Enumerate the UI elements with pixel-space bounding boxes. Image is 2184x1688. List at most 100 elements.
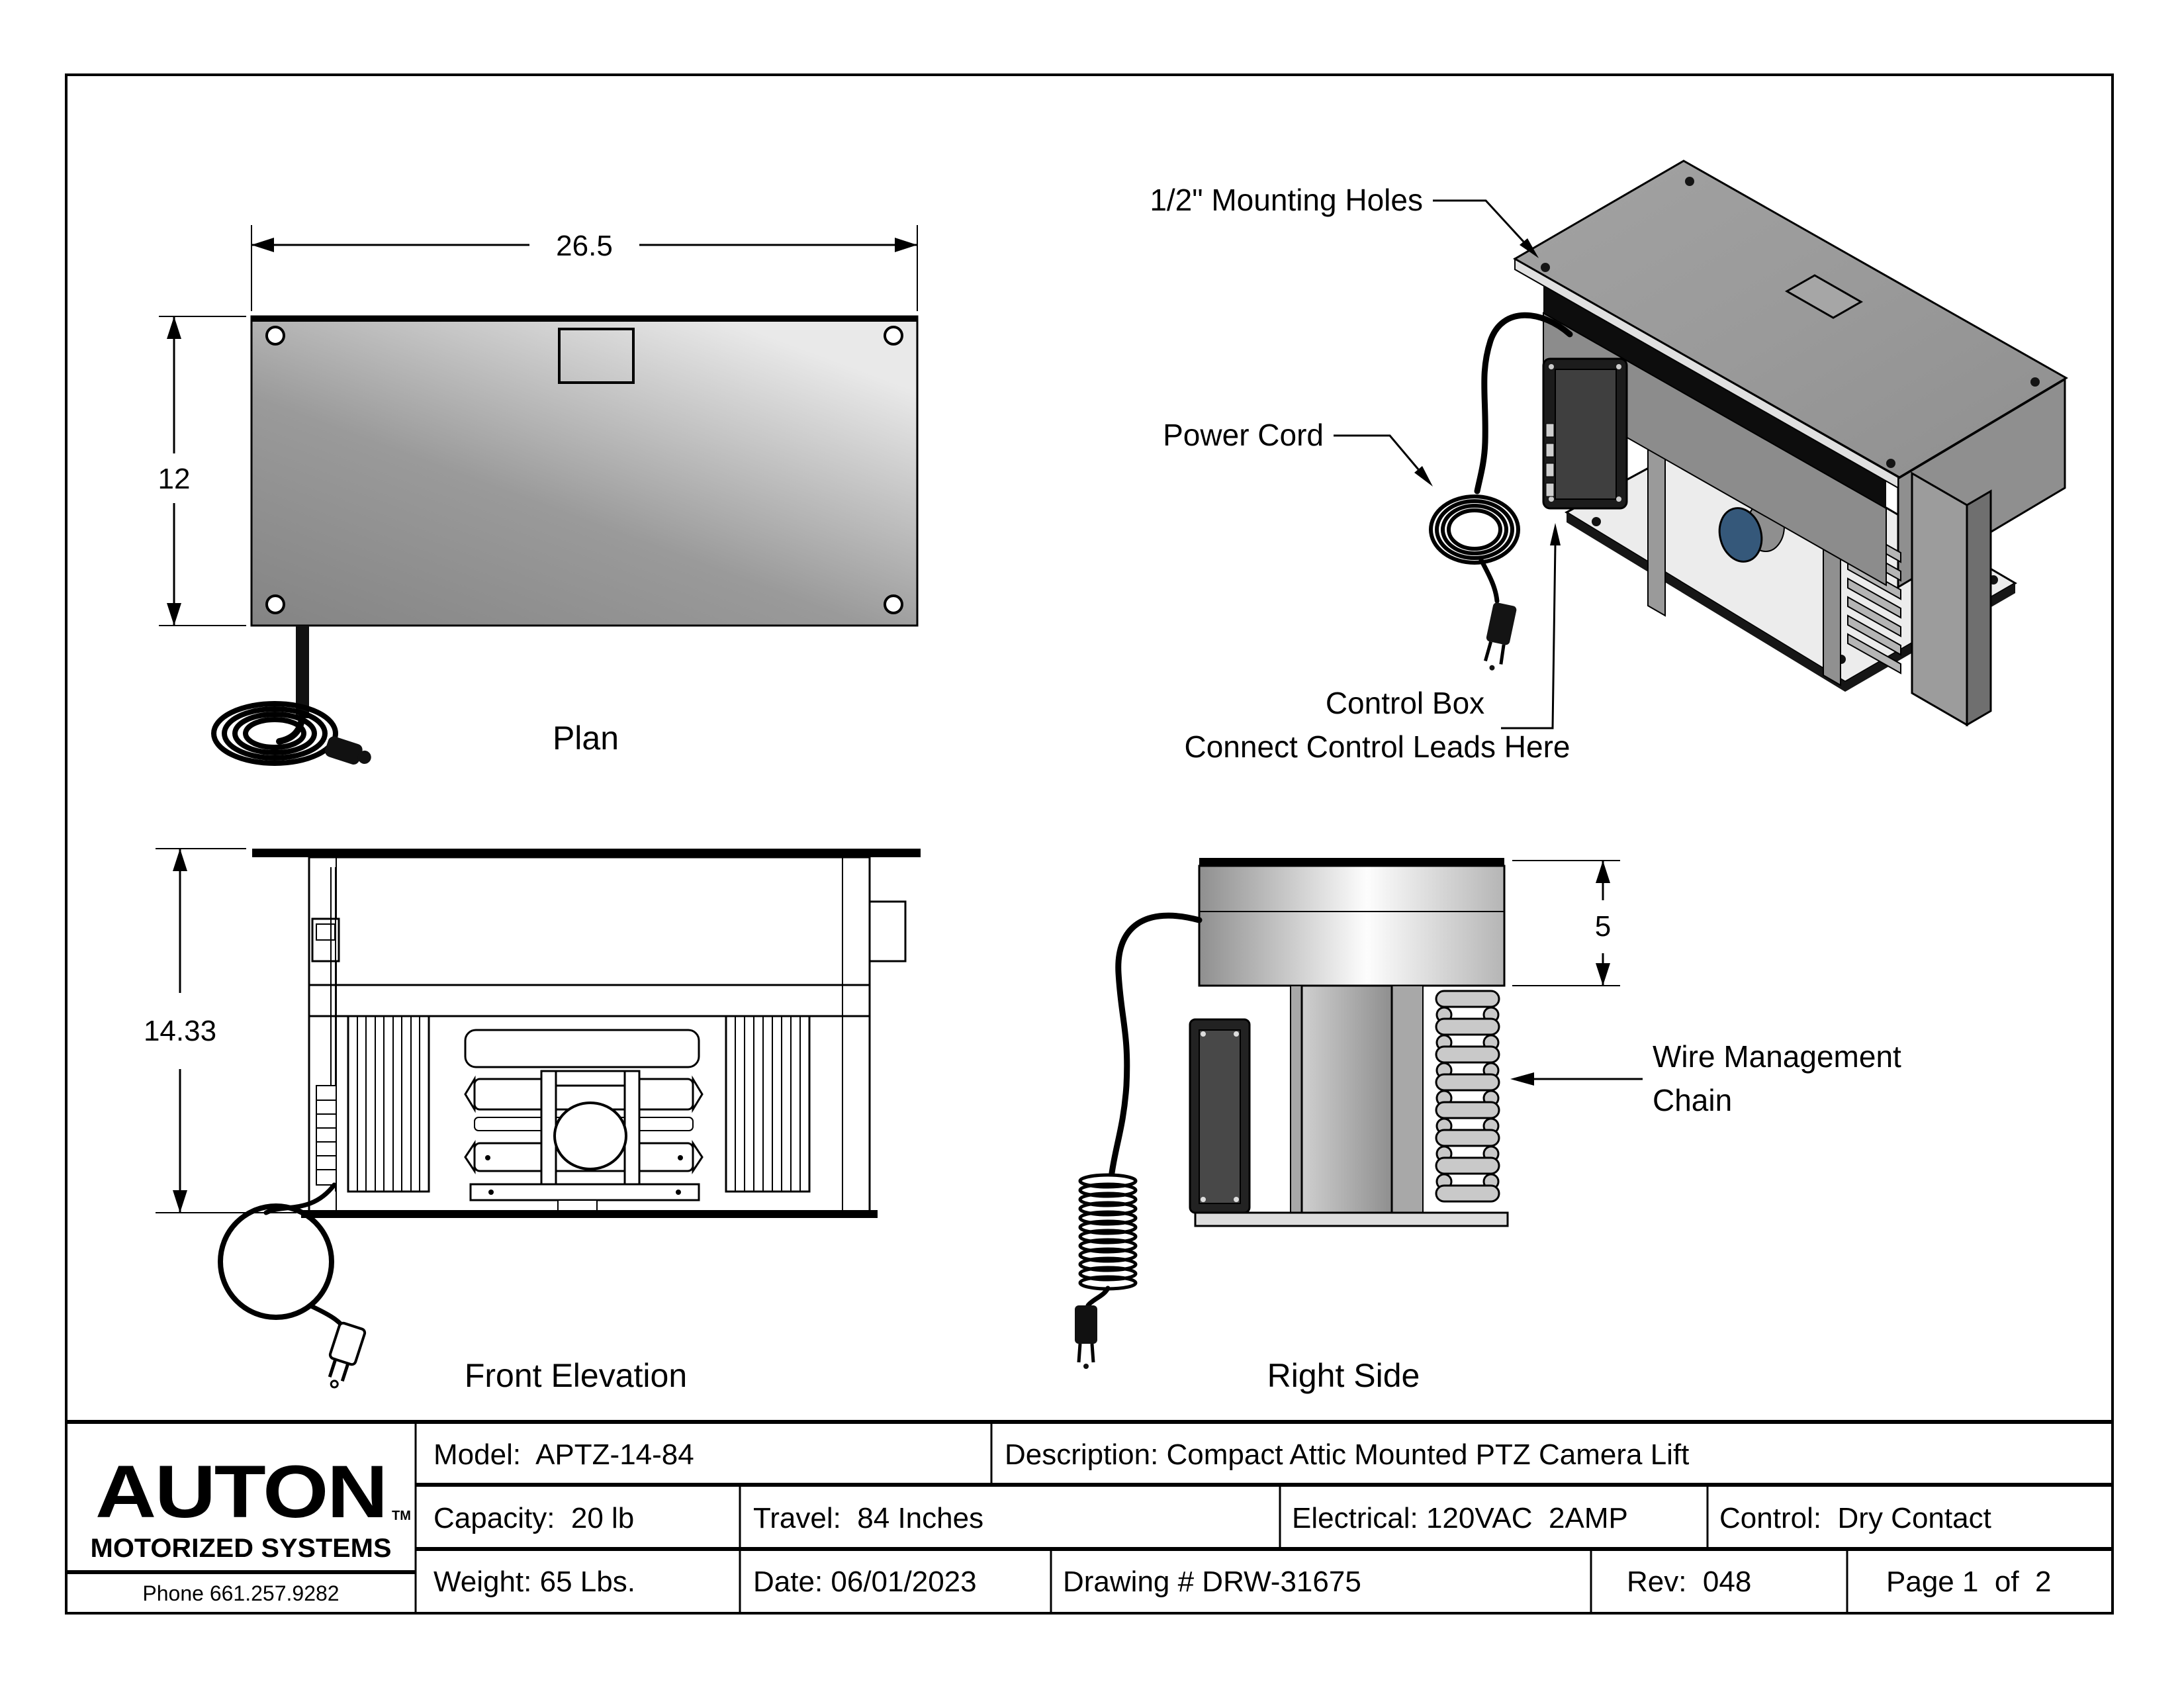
lens-opening — [553, 1102, 627, 1170]
terminal-block — [1545, 483, 1555, 497]
iso-control-box — [1542, 357, 1628, 510]
top-plate — [1512, 160, 2068, 479]
brand-tagline: MOTORIZED SYSTEMS — [91, 1534, 392, 1563]
view-caption: Front Elevation — [465, 1357, 687, 1394]
dimension-text: 5 — [1595, 910, 1611, 943]
drawing-number-cell: Drawing # DRW-31675 — [1063, 1566, 1361, 1598]
plan-view: 26.5 12 Plan — [158, 225, 919, 766]
arrowhead — [173, 849, 187, 871]
power-cord-label: Power Cord — [1163, 418, 1324, 452]
camera-lens — [1718, 507, 1763, 563]
cord-loop — [218, 1203, 334, 1320]
housing-shadow — [1543, 283, 1886, 508]
plan-height-dimension: 12 — [158, 316, 246, 626]
cord — [263, 1182, 337, 1215]
model-cell: Model: APTZ-14-84 — [433, 1438, 694, 1471]
view-caption: Plan — [553, 720, 619, 757]
description-cell: Description: Compact Attic Mounted PTZ C… — [1005, 1438, 1689, 1471]
dimension-text: 12 — [158, 463, 191, 495]
base-plate-edge — [1567, 512, 1845, 692]
dimension-text: 14.33 — [144, 1015, 216, 1047]
date-cell: Date: 06/01/2023 — [753, 1566, 977, 1598]
cord-coil — [211, 701, 338, 766]
mounting-holes-label: 1/2" Mounting Holes — [1150, 183, 1423, 217]
front-height-dimension: 14.33 — [144, 848, 296, 1213]
base-hole — [1592, 517, 1601, 526]
wire-chain-label-line1: Wire Management — [1653, 1039, 1901, 1074]
arrowhead — [251, 238, 274, 252]
dimension-text: 26.5 — [556, 230, 613, 262]
front-left-chain — [347, 1015, 430, 1193]
plan-panel — [250, 315, 919, 627]
cord-coil — [232, 712, 317, 755]
top-box — [1198, 865, 1506, 987]
phone-number: Phone 661.257.9282 — [142, 1581, 339, 1605]
cord-coil — [243, 717, 306, 750]
plate-hole — [2030, 377, 2040, 387]
plate-hole — [1541, 263, 1550, 272]
trolley-detail — [316, 923, 336, 941]
front-right-chain — [725, 1015, 811, 1193]
leader-line — [1501, 543, 1557, 729]
side-box — [868, 900, 907, 962]
plate-hole — [1685, 177, 1694, 186]
trademark-mark: TM — [392, 1509, 411, 1523]
title-block: AUTON TM MOTORIZED SYSTEMS Phone 661.257… — [66, 1420, 2113, 1613]
arrowhead — [167, 316, 181, 339]
cord-coil — [1435, 499, 1514, 560]
plan-power-cord — [211, 626, 371, 766]
plan-width-dimension: 26.5 — [251, 225, 918, 311]
right-power-cord — [1075, 912, 1203, 1369]
right-column-side — [1966, 489, 1992, 727]
terminal-block — [1545, 463, 1555, 477]
ceiling-plate — [252, 849, 921, 857]
leader-arrowhead — [1550, 523, 1561, 545]
iso-labels: 1/2" Mounting Holes Power Cord Control B… — [1150, 183, 1570, 764]
right-side-view: 5 Wire Management Chain Right Side — [1075, 858, 1901, 1394]
wire-chain-label-line2: Chain — [1653, 1083, 1732, 1117]
control-box-label-line2: Connect Control Leads Here — [1185, 729, 1570, 764]
cord-coil — [222, 706, 328, 761]
mounting-hole — [884, 594, 903, 614]
leader-arrowhead — [1510, 1072, 1534, 1086]
cord-plug — [1075, 1305, 1097, 1369]
plate-hole — [1886, 459, 1895, 468]
leader-arrowhead — [1520, 238, 1539, 258]
bottom-plate — [1194, 1211, 1509, 1227]
right-top-dimension: 5 — [1512, 860, 1620, 986]
lift-column — [1300, 984, 1393, 1218]
terminal-block — [1545, 443, 1555, 457]
cord — [1474, 312, 1573, 494]
front-left-ladder — [316, 1085, 337, 1186]
sheet-border — [65, 73, 2114, 1615]
cord-plug — [1483, 602, 1517, 671]
travel-cell: Travel: 84 Inches — [753, 1502, 983, 1534]
rev-cell: Rev: 048 — [1627, 1566, 1751, 1598]
leader-line — [1334, 434, 1420, 470]
page-cell: Page 1 of 2 — [1886, 1566, 2052, 1598]
arrowhead — [167, 603, 181, 626]
leader-arrowhead — [1414, 466, 1433, 487]
front-elevation-view: 14.33 Front Elevation — [144, 848, 921, 1394]
terminal-block — [1545, 423, 1555, 438]
mounting-hole — [265, 594, 285, 614]
right-control-box — [1189, 1018, 1251, 1214]
wire-chain-label: Wire Management Chain — [1510, 1039, 1901, 1117]
arrowhead — [173, 1190, 187, 1213]
company-logo: AUTON TM MOTORIZED SYSTEMS — [91, 1450, 411, 1563]
front-mechanism — [464, 1029, 704, 1213]
control-box-label-line1: Control Box — [1326, 686, 1484, 720]
plate-cutout — [1784, 274, 1864, 319]
cord — [1479, 557, 1500, 604]
cord — [1085, 1286, 1111, 1308]
isometric-view: 1/2" Mounting Holes Power Cord Control B… — [1150, 160, 2068, 764]
mounting-hole — [265, 326, 285, 346]
cord-strap — [296, 626, 309, 718]
iso-power-cord — [1429, 312, 1573, 671]
plan-access-cutout — [558, 328, 635, 384]
electrical-cell: Electrical: 120VAC 2AMP — [1292, 1502, 1628, 1534]
front-power-cord — [218, 1182, 367, 1389]
arrowhead — [1596, 861, 1610, 883]
weight-cell: Weight: 65 Lbs. — [433, 1566, 635, 1598]
